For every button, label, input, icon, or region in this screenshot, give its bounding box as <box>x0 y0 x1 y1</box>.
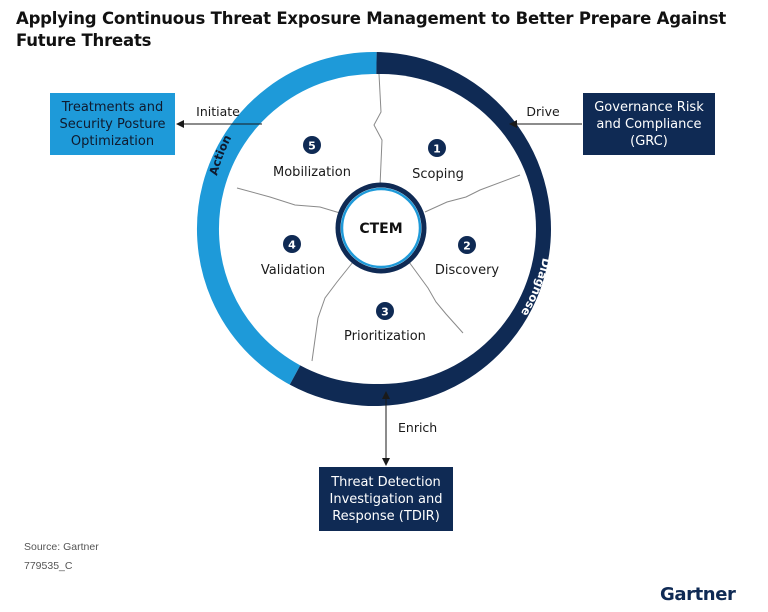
title-line-1: Applying Continuous Threat Exposure Mana… <box>16 9 727 28</box>
center-inner-ring <box>340 187 422 269</box>
drive-label: Drive <box>526 104 560 119</box>
stage-label: Mobilization <box>273 165 351 180</box>
enrich-label: Enrich <box>398 420 437 435</box>
tdir-line-3: Response (TDIR) <box>332 508 440 524</box>
grc-box: Governance Risk and Compliance (GRC) <box>583 93 715 155</box>
figure-id: 779535_C <box>24 560 73 572</box>
stage-label: Validation <box>261 263 325 278</box>
treatments-box: Treatments and Security Posture Optimiza… <box>50 93 175 155</box>
stage-number-badge <box>283 235 301 253</box>
grc-line-2: and Compliance <box>596 116 702 132</box>
stage-number-badge <box>376 302 394 320</box>
stage-number: 2 <box>463 240 471 253</box>
treatments-line-3: Optimization <box>70 133 155 149</box>
tdir-box: Threat Detection Investigation and Respo… <box>319 467 453 531</box>
tdir-line-1: Threat Detection <box>331 474 441 490</box>
initiate-label: Initiate <box>196 104 240 119</box>
grc-line-3: (GRC) <box>630 133 668 149</box>
stage-label: Scoping <box>412 167 464 182</box>
stage-number-badge <box>428 139 446 157</box>
stage-number-badge <box>458 236 476 254</box>
stage-prioritization: 3 Prioritization <box>344 302 426 344</box>
stage-number-badge <box>303 136 321 154</box>
stage-mobilization: 5 Mobilization <box>273 136 351 180</box>
stage-label: Prioritization <box>344 329 426 344</box>
center-label: CTEM <box>359 221 402 237</box>
center-circle <box>335 182 427 274</box>
gartner-logo: Gartner <box>660 584 736 605</box>
stage-label: Discovery <box>435 263 500 278</box>
title-line-2: Future Threats <box>16 31 152 50</box>
stage-validation: 4 Validation <box>261 235 325 278</box>
source-label: Source: Gartner <box>24 541 99 553</box>
segment-dividers <box>236 73 521 362</box>
treatments-line-1: Treatments and <box>61 99 164 115</box>
stage-number: 1 <box>433 143 441 156</box>
stage-number: 5 <box>308 140 316 153</box>
stage-scoping: 1 Scoping <box>412 139 464 182</box>
stage-discovery: 2 Discovery <box>435 236 500 278</box>
treatments-line-2: Security Posture <box>59 116 166 132</box>
stage-number: 4 <box>288 239 296 252</box>
page-title: Applying Continuous Threat Exposure Mana… <box>16 8 746 52</box>
stage-number: 3 <box>381 306 389 319</box>
grc-line-1: Governance Risk <box>594 99 704 115</box>
tdir-line-2: Investigation and <box>329 491 443 507</box>
action-ring-segment <box>196 51 377 385</box>
